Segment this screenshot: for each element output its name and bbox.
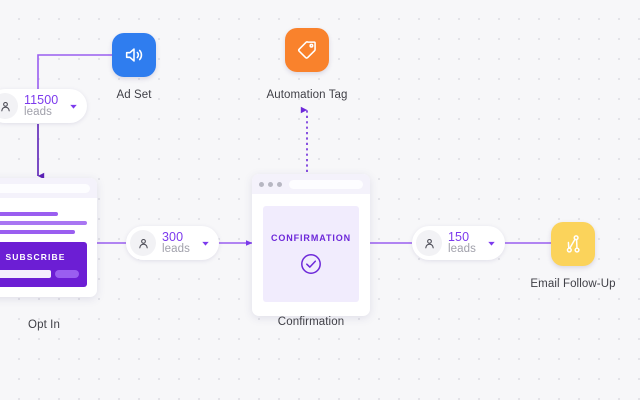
workflow-branch-icon [566,235,580,253]
tag-icon [298,40,316,59]
leads-unit: leads [24,106,52,118]
opt-in-body: SUBSCRIBE [0,198,97,297]
person-icon [0,93,18,119]
placeholder-line [0,212,59,216]
node-label-confirmation: Confirmation [277,316,345,328]
leads-unit: leads [162,243,190,255]
leads-count: 300 [162,230,184,244]
node-label-email-follow-up: Email Follow-Up [530,278,616,290]
leads-count: 150 [448,230,470,244]
person-icon [416,230,442,256]
window-dot [268,181,273,187]
opt-in-browser-chrome [0,178,97,198]
badge-leads-source[interactable]: 11500 leads [0,89,88,123]
speaker-megaphone-icon [125,48,143,62]
node-label-opt-in: Opt In [28,319,60,331]
node-email-follow-up[interactable] [551,222,595,266]
placeholder-line [0,230,75,234]
confirmation-body: CONFIRMATION [252,194,370,316]
leads-count: 11500 [24,93,59,107]
url-bar [289,179,363,189]
node-confirmation[interactable]: CONFIRMATION [252,174,370,316]
person-icon [130,230,156,256]
confirmation-screen-title: CONFIRMATION [270,232,352,243]
confirmation-browser-chrome [252,174,370,194]
window-dot [259,181,264,187]
node-label-ad-set: Ad Set [116,89,152,101]
node-automation-tag[interactable] [285,28,329,72]
placeholder-line [0,221,87,225]
badge-leads-optin[interactable]: 300 leads [126,226,219,260]
node-label-automation-tag: Automation Tag [266,89,348,101]
window-dot [277,181,282,187]
email-field[interactable] [0,270,51,278]
badge-leads-confirm[interactable]: 150 leads [412,226,505,260]
subscribe-title: SUBSCRIBE [5,252,66,262]
leads-unit: leads [448,243,476,255]
subscribe-panel: SUBSCRIBE [0,242,87,287]
subscribe-button[interactable] [55,270,79,278]
chevron-down-icon[interactable] [486,238,497,249]
node-opt-in[interactable]: SUBSCRIBE [0,178,97,297]
chevron-down-icon[interactable] [200,238,211,249]
url-bar [0,183,90,193]
node-ad-set[interactable] [112,33,156,77]
check-circle-icon [301,253,321,274]
chevron-down-icon[interactable] [68,101,79,112]
